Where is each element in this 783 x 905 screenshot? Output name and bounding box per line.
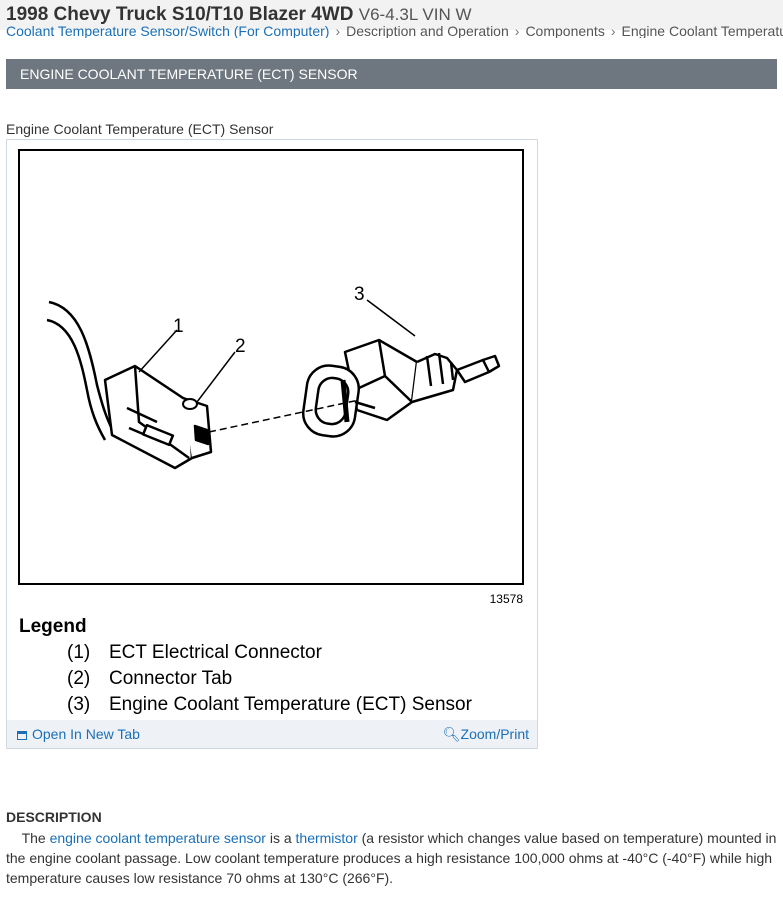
mating-dashed-line <box>208 399 360 433</box>
thermistor-link[interactable]: thermistor <box>295 830 358 846</box>
callout-3: 3 <box>354 284 365 305</box>
callout-2: 2 <box>235 336 246 357</box>
magnifier-icon: 🔍︎ <box>442 726 461 742</box>
figure-caption: Engine Coolant Temperature (ECT) Sensor <box>6 121 274 137</box>
legend-title: Legend <box>19 616 87 637</box>
legend-num-3: (3) <box>67 694 90 715</box>
legend-num-1: (1) <box>67 642 90 663</box>
new-tab-icon <box>17 731 27 740</box>
zoom-print-label: Zoom/Print <box>460 726 529 742</box>
vehicle-title: 1998 Chevy Truck S10/T10 Blazer 4WD <box>6 4 354 25</box>
ect-sensor <box>301 338 501 438</box>
figure-box: 1 2 3 13578 Legend (1) ECT Electrical Co… <box>6 139 538 749</box>
legend-text-2: Connector Tab <box>109 668 232 689</box>
open-new-tab-button[interactable]: Open In New Tab <box>17 726 140 742</box>
zoom-print-button[interactable]: 🔍︎Zoom/Print <box>443 726 529 743</box>
description-text-2: is a <box>265 830 296 846</box>
section-header: ENGINE COOLANT TEMPERATURE (ECT) SENSOR <box>6 59 777 89</box>
breadcrumb-link-coolant-sensor[interactable]: Coolant Temperature Sensor/Switch (For C… <box>6 24 330 38</box>
breadcrumb-item-current: Engine Coolant Temperature (ECT) Sensor <box>621 24 783 38</box>
description-heading: DESCRIPTION <box>6 809 102 825</box>
legend-text-3: Engine Coolant Temperature (ECT) Sensor <box>109 694 473 715</box>
breadcrumb-item-description[interactable]: Description and Operation <box>346 24 509 38</box>
open-new-tab-label: Open In New Tab <box>32 726 140 742</box>
title-bar: 1998 Chevy Truck S10/T10 Blazer 4WD V6-4… <box>0 0 783 30</box>
connector-wires <box>46 300 117 441</box>
description-text: The engine coolant temperature sensor is… <box>6 828 778 888</box>
page-title: 1998 Chevy Truck S10/T10 Blazer 4WD V6-4… <box>6 4 472 26</box>
legend-text-1: ECT Electrical Connector <box>109 642 323 663</box>
legend-num-2: (2) <box>67 668 90 689</box>
callout-leaders <box>138 299 416 403</box>
figure-number: 13578 <box>490 592 524 606</box>
description-text-1: The <box>21 830 50 846</box>
breadcrumb: Coolant Temperature Sensor/Switch (For C… <box>6 24 783 38</box>
ect-electrical-connector <box>103 364 213 470</box>
section-title: ENGINE COOLANT TEMPERATURE (ECT) SENSOR <box>20 66 358 82</box>
ect-sensor-link[interactable]: engine coolant temperature sensor <box>49 830 266 846</box>
figure-toolbar: Open In New Tab 🔍︎Zoom/Print <box>7 720 537 748</box>
engine-title: V6-4.3L VIN W <box>358 5 472 24</box>
breadcrumb-item-components[interactable]: Components <box>525 24 605 38</box>
chevron-right-icon: › <box>335 24 341 38</box>
description-text-3: (a resistor which changes value based on… <box>6 830 777 886</box>
connector-tab <box>182 398 198 410</box>
callout-1: 1 <box>173 316 184 337</box>
ect-sensor-diagram[interactable]: 1 2 3 13578 Legend (1) ECT Electrical Co… <box>7 140 537 720</box>
chevron-right-icon: › <box>610 24 616 38</box>
chevron-right-icon: › <box>514 24 520 38</box>
